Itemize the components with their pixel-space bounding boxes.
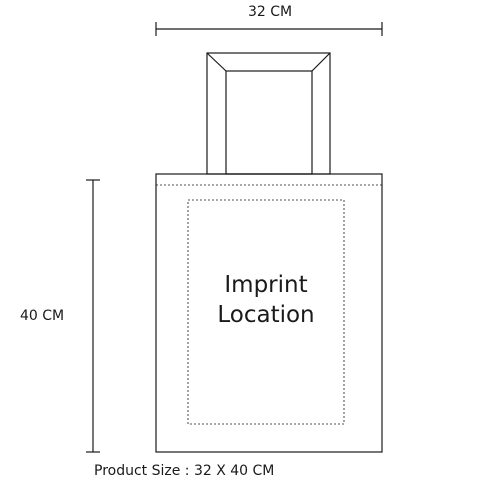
product-size-caption: Product Size : 32 X 40 CM (94, 463, 275, 479)
height-label: 40 CM (20, 308, 65, 324)
imprint-line-1: Imprint (224, 272, 308, 298)
bag-outline (155, 173, 383, 453)
handle-corner-right (311, 52, 331, 72)
imprint-line-2: Location (217, 302, 315, 328)
handle-corner-left (206, 52, 227, 72)
handle-inner (225, 70, 313, 175)
width-label: 32 CM (247, 4, 293, 20)
width-dimension (155, 22, 383, 36)
imprint-location-text: Imprint Location (188, 270, 344, 330)
bag-body (155, 173, 383, 453)
imprint-area (187, 199, 345, 425)
bag-handle (206, 52, 331, 175)
height-dimension (86, 179, 100, 453)
